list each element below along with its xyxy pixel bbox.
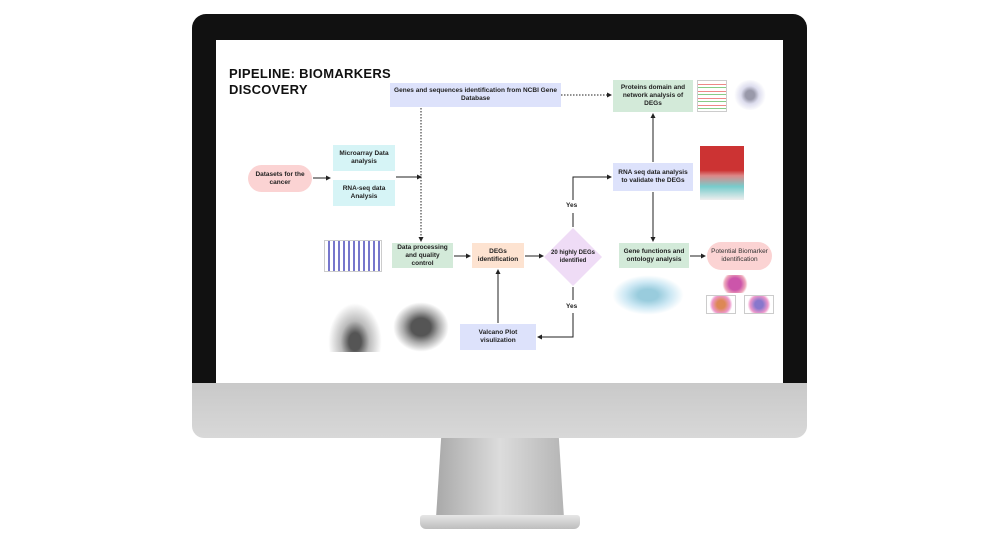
- monitor-base: [420, 515, 580, 529]
- diagram-title: PIPELINE: BIOMARKERS DISCOVERY: [229, 66, 391, 98]
- node-genes: Genes and sequences identification from …: [390, 83, 561, 107]
- node-proteins: Proteins domain and network analysis of …: [613, 80, 693, 112]
- network-thumbnail: [733, 80, 767, 110]
- gene-network-thumbnail: [612, 275, 684, 315]
- label-yes-bottom: Yes: [566, 303, 578, 310]
- node-rnaseq: RNA-seq data Analysis: [333, 180, 395, 206]
- node-rnaseq-validate: RNA seq data analysis to validate the DE…: [613, 163, 693, 191]
- node-processing: Data processing and quality control: [392, 243, 453, 268]
- ma-plot-thumbnail: [393, 302, 449, 352]
- protein-structure-thumbnail-right: [744, 295, 774, 314]
- node-decision: 20 highly DEGs identified: [550, 250, 595, 264]
- protein-structure-thumbnail: [720, 275, 750, 293]
- boxplot-thumbnail: [324, 240, 382, 272]
- title-line-2: DISCOVERY: [229, 82, 308, 97]
- decision-diamond: [544, 228, 602, 286]
- node-degs: DEGs identification: [472, 243, 524, 268]
- protein-structure-thumbnail-left: [706, 295, 736, 314]
- label-yes-top: Yes: [566, 202, 578, 209]
- node-biomarker: Potential Biomarker identification: [707, 242, 772, 270]
- heatmap-thumbnail: [700, 146, 744, 200]
- volcano-plot-thumbnail: [326, 300, 384, 352]
- bar-chart-thumbnail: [697, 80, 727, 112]
- monitor-chin: [192, 383, 807, 438]
- monitor-stand: [436, 438, 564, 518]
- title-line-1: PIPELINE: BIOMARKERS: [229, 66, 392, 81]
- node-gene-functions: Gene functions and ontology analysis: [619, 243, 689, 268]
- node-datasets: Datasets for the cancer: [248, 165, 312, 192]
- arrow-yes-volcano: [537, 313, 574, 340]
- arrow-yes-rnaseq: [572, 174, 612, 200]
- node-volcano: Valcano Plot visulization: [460, 324, 536, 350]
- node-microarray: Microarray Data analysis: [333, 145, 395, 171]
